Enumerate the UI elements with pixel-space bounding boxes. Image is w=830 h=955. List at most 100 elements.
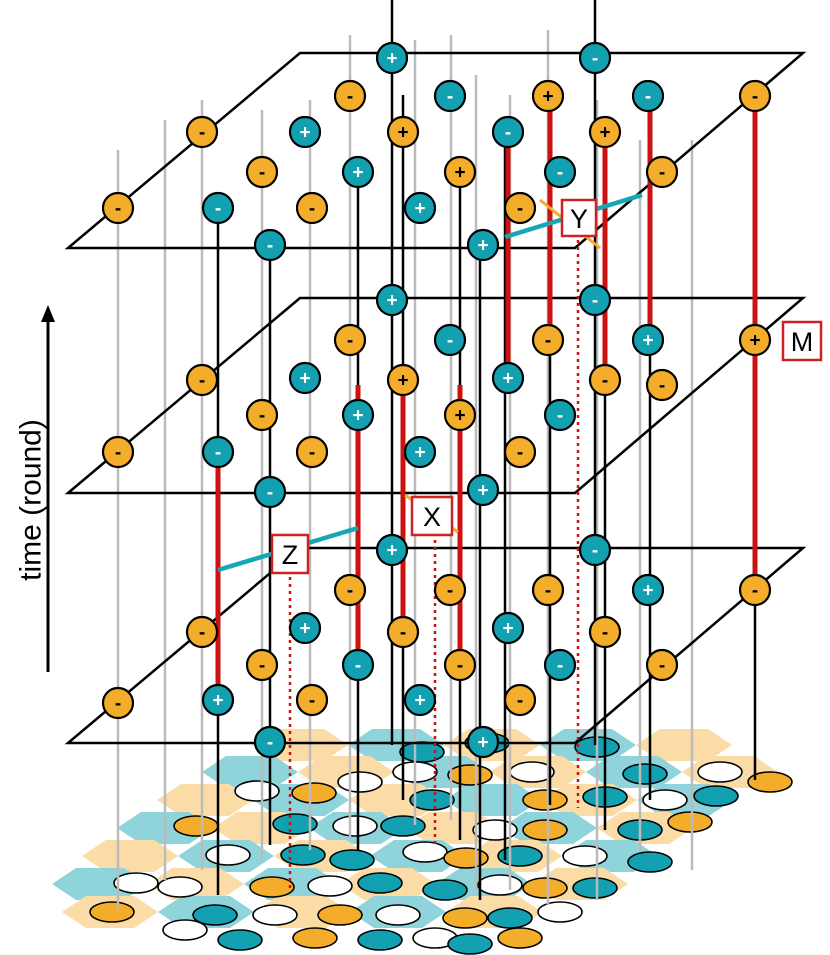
- lattice-qubit: [380, 815, 426, 837]
- lattice-qubit: [747, 771, 793, 793]
- lattice-qubit: [162, 919, 208, 941]
- lattice-qubit: [89, 901, 135, 923]
- svg-text:-: -: [517, 443, 523, 464]
- svg-text:+: +: [352, 163, 363, 184]
- syndrome-minus-node: -: [645, 648, 679, 682]
- lattice-qubit: [357, 929, 403, 951]
- syndrome-plus-node: +: [386, 115, 420, 149]
- svg-text:-: -: [447, 87, 453, 108]
- svg-text:+: +: [599, 123, 610, 144]
- svg-text:-: -: [259, 656, 265, 677]
- svg-text:+: +: [502, 619, 513, 640]
- svg-text:-: -: [309, 443, 315, 464]
- svg-text:-: -: [199, 371, 205, 392]
- svg-text:+: +: [352, 406, 363, 427]
- svg-text:-: -: [259, 163, 265, 184]
- syndrome-plus-node: +: [491, 361, 525, 395]
- svg-text:+: +: [642, 331, 653, 352]
- lattice-qubit: [409, 789, 455, 811]
- lattice-qubit: [627, 851, 673, 873]
- svg-text:X: X: [423, 502, 441, 532]
- syndrome-plus-node: +: [466, 228, 500, 262]
- svg-text:-: -: [115, 694, 121, 715]
- svg-text:-: -: [752, 87, 758, 108]
- svg-text:-: -: [592, 291, 598, 312]
- syndrome-minus-node: -: [185, 115, 219, 149]
- svg-text:M: M: [791, 327, 814, 357]
- svg-text:+: +: [502, 369, 513, 390]
- syndrome-plus-node: +: [288, 361, 322, 395]
- syndrome-minus-node: -: [738, 79, 772, 113]
- syndrome-minus-node: -: [433, 573, 467, 607]
- syndrome-minus-node: -: [738, 573, 772, 607]
- syndrome-plus-node: +: [375, 533, 409, 567]
- svg-text:-: -: [505, 123, 511, 144]
- syndrome-plus-node: +: [386, 363, 420, 397]
- syndrome-minus-node: -: [443, 648, 477, 682]
- lattice-qubit: [447, 933, 493, 955]
- syndrome-minus-node: -: [503, 191, 537, 225]
- svg-text:-: -: [199, 623, 205, 644]
- lattice-qubit: [477, 874, 523, 896]
- svg-text:+: +: [386, 541, 397, 562]
- syndrome-minus-node: -: [201, 191, 235, 225]
- svg-text:-: -: [215, 443, 221, 464]
- lattice-qubit: [249, 876, 295, 898]
- syndrome-minus-node: -: [578, 41, 612, 75]
- svg-text:-: -: [215, 199, 221, 220]
- svg-text:-: -: [347, 87, 353, 108]
- syndrome-minus-node: -: [253, 228, 287, 262]
- syndrome-plus-node: +: [403, 435, 437, 469]
- lattice-tile: [157, 784, 253, 816]
- lattice-qubit: [697, 761, 743, 783]
- lattice-qubit: [272, 813, 318, 835]
- svg-text:-: -: [602, 371, 608, 392]
- syndrome-plus-node: +: [375, 41, 409, 75]
- operator-labels: Y X Z M: [270, 198, 823, 575]
- time-plane: [64, 546, 807, 745]
- syndrome-minus-node: -: [503, 683, 537, 717]
- lattice-qubit: [522, 819, 568, 841]
- svg-text:-: -: [592, 541, 598, 562]
- lattice-qubit: [642, 789, 688, 811]
- svg-text:-: -: [199, 123, 205, 144]
- svg-text:+: +: [477, 733, 488, 754]
- svg-text:+: +: [397, 123, 408, 144]
- syndrome-plus-node: +: [403, 683, 437, 717]
- syndrome-minus-node: -: [543, 155, 577, 189]
- syndrome-plus-node: +: [443, 155, 477, 189]
- lattice-qubit: [192, 904, 238, 926]
- syndrome-minus-node: -: [101, 435, 135, 469]
- syndrome-minus-node: -: [645, 155, 679, 189]
- svg-text:+: +: [454, 163, 465, 184]
- svg-text:Z: Z: [282, 540, 299, 570]
- svg-text:+: +: [414, 691, 425, 712]
- lattice-qubit: [157, 876, 203, 898]
- syndrome-plus-node: +: [201, 683, 235, 717]
- lattice-qubit: [443, 847, 489, 869]
- syndrome-minus-node: -: [253, 725, 287, 759]
- syndrome-minus-node: -: [645, 368, 679, 402]
- label-Z: Z: [270, 533, 310, 575]
- syndrome-minus-node: -: [578, 283, 612, 317]
- syndrome-plus-node: +: [631, 573, 665, 607]
- lattice-qubit: [487, 907, 533, 929]
- lattice-qubit: [402, 841, 448, 863]
- syndrome-minus-node: -: [245, 648, 279, 682]
- syndrome-minus-node: -: [543, 398, 577, 432]
- syndrome-minus-node: -: [433, 323, 467, 357]
- svg-text:Y: Y: [570, 204, 588, 234]
- syndrome-minus-node: -: [543, 648, 577, 682]
- syndrome-minus-node: -: [245, 155, 279, 189]
- svg-text:-: -: [517, 199, 523, 220]
- svg-text:-: -: [457, 656, 463, 677]
- lattice-qubit: [317, 904, 363, 926]
- lattice-tile: [636, 729, 732, 761]
- syndrome-minus-node: -: [578, 533, 612, 567]
- syndrome-minus-node: -: [531, 323, 565, 357]
- syndrome-minus-node: -: [101, 686, 135, 720]
- svg-text:-: -: [602, 623, 608, 644]
- svg-text:-: -: [259, 406, 265, 427]
- syndrome-minus-node: -: [386, 615, 420, 649]
- svg-text:+: +: [299, 369, 310, 390]
